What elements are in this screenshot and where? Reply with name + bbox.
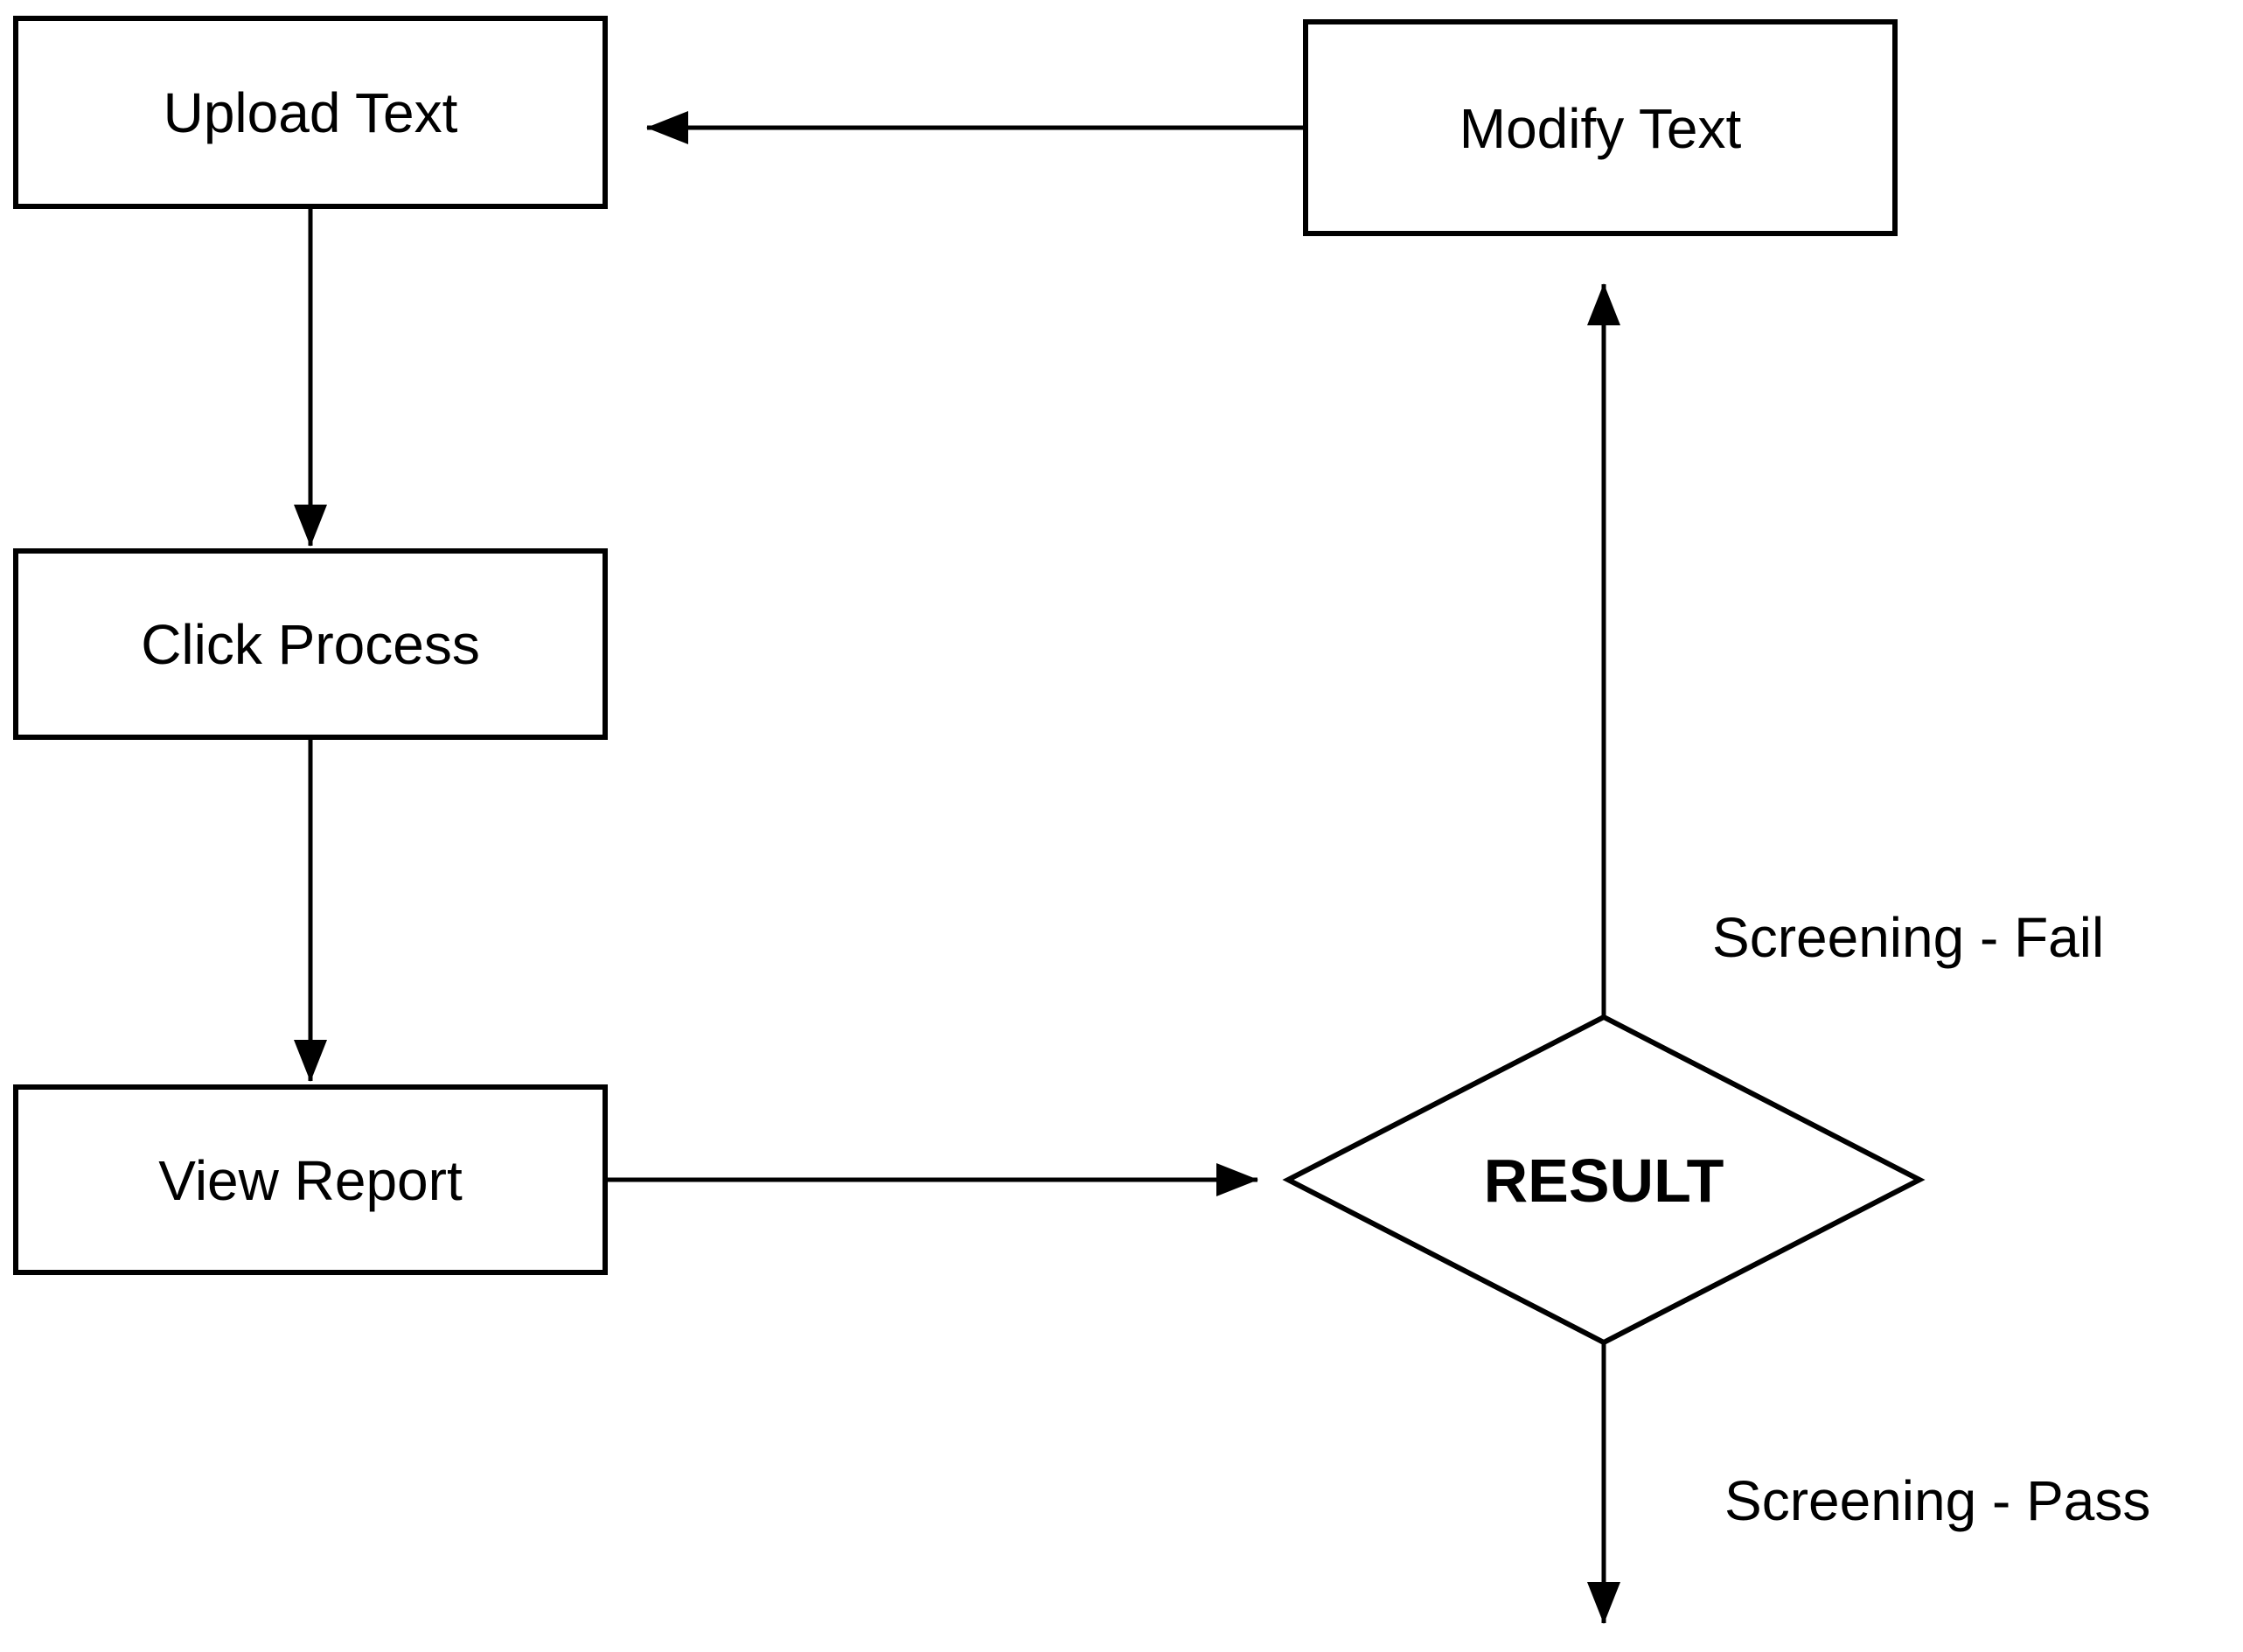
click-process-box: [13, 548, 608, 740]
screening-pass-label: Screening - Pass: [1724, 1469, 2150, 1532]
node-view-report: View Report: [13, 1084, 608, 1275]
view-report-box: [13, 1084, 608, 1275]
upload-text-label: Upload Text: [164, 81, 458, 144]
upload-text-box: [13, 16, 608, 209]
node-click-process: Click Process: [13, 548, 608, 740]
node-modify-text: Modify Text: [1303, 19, 1898, 236]
click-process-label: Click Process: [141, 613, 480, 676]
node-upload-text: Upload Text: [13, 16, 608, 209]
result-diamond: [1282, 1014, 1926, 1346]
result-label: RESULT: [1484, 1147, 1724, 1215]
node-result-decision: RESULT: [1282, 1014, 1926, 1346]
modify-text-box: [1303, 19, 1898, 236]
screening-fail-label: Screening - Fail: [1712, 906, 2104, 969]
modify-text-label: Modify Text: [1459, 97, 1742, 160]
view-report-label: View Report: [158, 1149, 463, 1212]
